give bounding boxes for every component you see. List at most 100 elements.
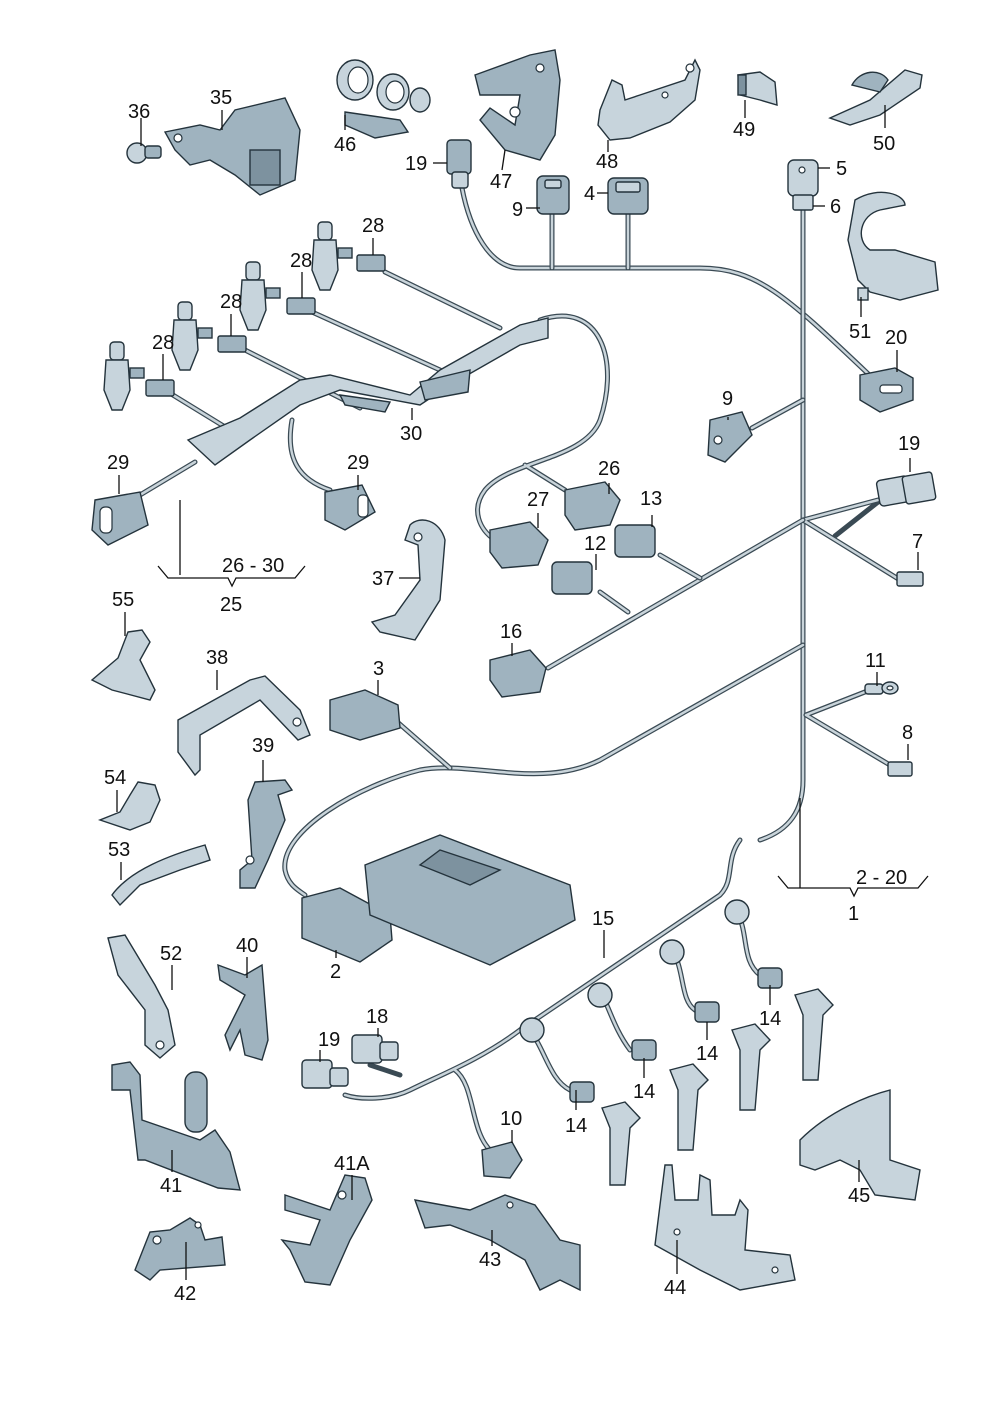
callout-18: 18: [366, 1006, 388, 1028]
part-52-bracket: [107, 934, 176, 1059]
callout-47: 47: [490, 171, 512, 193]
part-28-injector-3: [171, 301, 247, 371]
callout-46: 46: [334, 134, 356, 156]
part-12-connector: [551, 561, 593, 595]
callout-40: 40: [236, 935, 258, 957]
callout-6: 6: [830, 196, 841, 218]
part-41A-bracket: [280, 1174, 373, 1286]
callout-12: 12: [584, 533, 606, 555]
part-47-bracket: [474, 49, 561, 161]
part-40-bracket: [217, 963, 269, 1061]
callout-2-20: 2 - 20: [856, 867, 907, 889]
callout-44: 44: [664, 1277, 686, 1299]
part-30-harness-rail: [186, 317, 549, 466]
callout-14-b: 14: [633, 1081, 655, 1103]
callout-51: 51: [849, 321, 871, 343]
part-20-connector: [859, 367, 914, 413]
wiring-harness: [137, 185, 903, 1153]
part-45-bracket: [799, 1089, 921, 1201]
part-44-bracket: [654, 1164, 796, 1291]
callout-7: 7: [912, 531, 923, 553]
callout-28-a: 28: [362, 215, 384, 237]
part-8-connector: [887, 761, 913, 777]
callout-15: 15: [592, 908, 614, 930]
part-10-connector: [481, 1141, 523, 1179]
callout-19-bottom: 19: [318, 1029, 340, 1051]
callout-43: 43: [479, 1249, 501, 1271]
callout-38: 38: [206, 647, 228, 669]
callout-45: 45: [848, 1185, 870, 1207]
part-35-bracket: [163, 97, 301, 196]
part-11-ring-terminal: [864, 681, 899, 695]
part-46-pipe-clip: [336, 59, 431, 139]
part-38-bracket: [177, 675, 311, 777]
part-49-clip: [737, 71, 778, 106]
part-29-connector-right: [324, 484, 376, 531]
part-15-coil-harness: [519, 899, 750, 1043]
callout-49: 49: [733, 119, 755, 141]
part-42-bracket: [134, 1217, 226, 1281]
part-19-sensor-bottom: [301, 1059, 349, 1089]
callout-19-right: 19: [898, 433, 920, 455]
callout-3: 3: [373, 658, 384, 680]
callout-25: 25: [220, 594, 242, 616]
callout-4: 4: [584, 183, 595, 205]
part-29-connector-left: [91, 491, 149, 546]
callout-30: 30: [400, 423, 422, 445]
part-37-bracket: [370, 519, 446, 641]
callout-26: 26: [598, 458, 620, 480]
callout-14-d: 14: [759, 1008, 781, 1030]
part-18-sensor: [351, 1034, 399, 1064]
callout-28-c: 28: [220, 291, 242, 313]
part-27-connector: [489, 521, 549, 569]
callout-11: 11: [865, 650, 886, 672]
callout-10: 10: [500, 1108, 522, 1130]
part-19-sensor: [446, 139, 472, 189]
callout-55: 55: [112, 589, 134, 611]
part-41-bracket: [111, 1061, 241, 1191]
part-4-connector: [607, 177, 649, 215]
part-28-injector-4: [103, 341, 175, 411]
ignition-coils: [601, 988, 834, 1186]
engine-control-unit: [364, 834, 576, 966]
callout-14-c: 14: [696, 1043, 718, 1065]
callout-20: 20: [885, 327, 907, 349]
callout-39: 39: [252, 735, 274, 757]
part-54-clip: [97, 781, 161, 831]
callout-52: 52: [160, 943, 182, 965]
part-48-bracket: [597, 58, 701, 141]
part-14-coil-connectors: [569, 967, 783, 1103]
callout-28-b: 28: [290, 250, 312, 272]
callout-8: 8: [902, 722, 913, 744]
part-50-clip: [828, 69, 923, 126]
part-55-clip: [90, 629, 156, 701]
callout-48: 48: [596, 151, 618, 173]
callout-35: 35: [210, 87, 232, 109]
part-39-bracket: [239, 779, 294, 889]
part-13-connector: [614, 524, 656, 558]
callout-37: 37: [372, 568, 394, 590]
part-26-connector: [564, 481, 621, 531]
callout-9-right: 9: [722, 388, 733, 410]
callout-36: 36: [128, 101, 150, 123]
part-36-screw: [126, 142, 162, 164]
part-7-connector: [896, 571, 924, 587]
callout-42: 42: [174, 1283, 196, 1305]
callout-26-30: 26 - 30: [222, 555, 284, 577]
callout-50: 50: [873, 133, 895, 155]
callout-16: 16: [500, 621, 522, 643]
callout-28-d: 28: [152, 332, 174, 354]
part-28-injector-2: [239, 261, 316, 331]
part-28-injector-1: [311, 221, 386, 291]
callout-53: 53: [108, 839, 130, 861]
callout-54: 54: [104, 767, 126, 789]
part-53-clip: [111, 844, 211, 907]
callout-27: 27: [527, 489, 549, 511]
callout-13: 13: [640, 488, 662, 510]
callout-41A: 41A: [334, 1153, 370, 1175]
callout-19-top: 19: [405, 153, 427, 175]
callout-14-a: 14: [565, 1115, 587, 1137]
part-16-connector: [489, 649, 547, 698]
part-3-connector: [329, 689, 401, 741]
